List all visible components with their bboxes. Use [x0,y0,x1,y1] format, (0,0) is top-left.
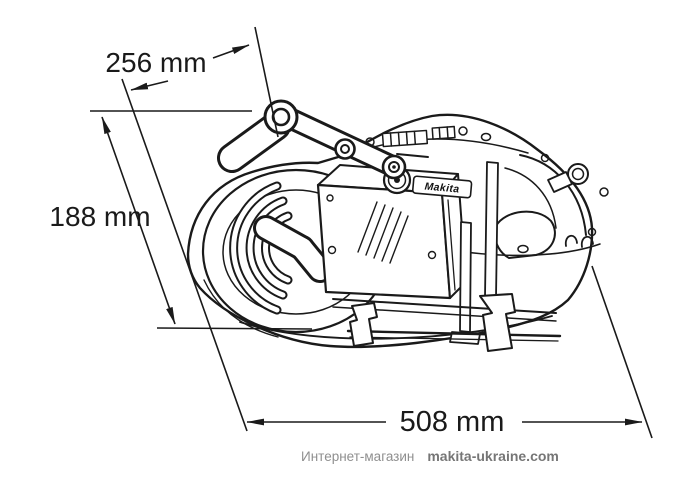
dimension-256: 256 mm [105,44,250,91]
base-rim [239,315,553,340]
saw-blade [346,329,562,338]
tension-knob [253,215,333,283]
footer-site-text: makita-ukraine.com [427,448,559,464]
dimension-508: 508 mm [246,265,653,439]
band-saw-drawing: Makita [186,99,609,352]
extension-line-top-right [254,26,279,138]
blade-guide-right [479,293,516,352]
dimension-label-188: 188 mm [49,201,150,232]
blade-guide-left [349,302,378,347]
dimension-188: 188 mm [49,110,313,330]
brand-nameplate: Makita [411,175,473,199]
handle-pivot [334,138,356,160]
brand-logo-text: Makita [424,180,460,195]
extension-line-508-right [591,265,653,439]
footer-watermark: Интернет-магазин makita-ukraine.com [301,448,559,464]
footer-store-label: Интернет-магазин [301,449,415,464]
wheel-housing [201,168,391,338]
dimension-label-256: 256 mm [105,47,206,78]
hatch-shading [357,201,409,264]
extension-line-188-bottom [156,327,313,330]
dimension-line-188 [101,116,176,325]
dimension-label-508: 508 mm [400,406,505,438]
front-handle [217,99,407,180]
blade-assembly [332,161,562,352]
dimension-annotations: 256 mm 188 mm 508 mm [49,26,653,439]
